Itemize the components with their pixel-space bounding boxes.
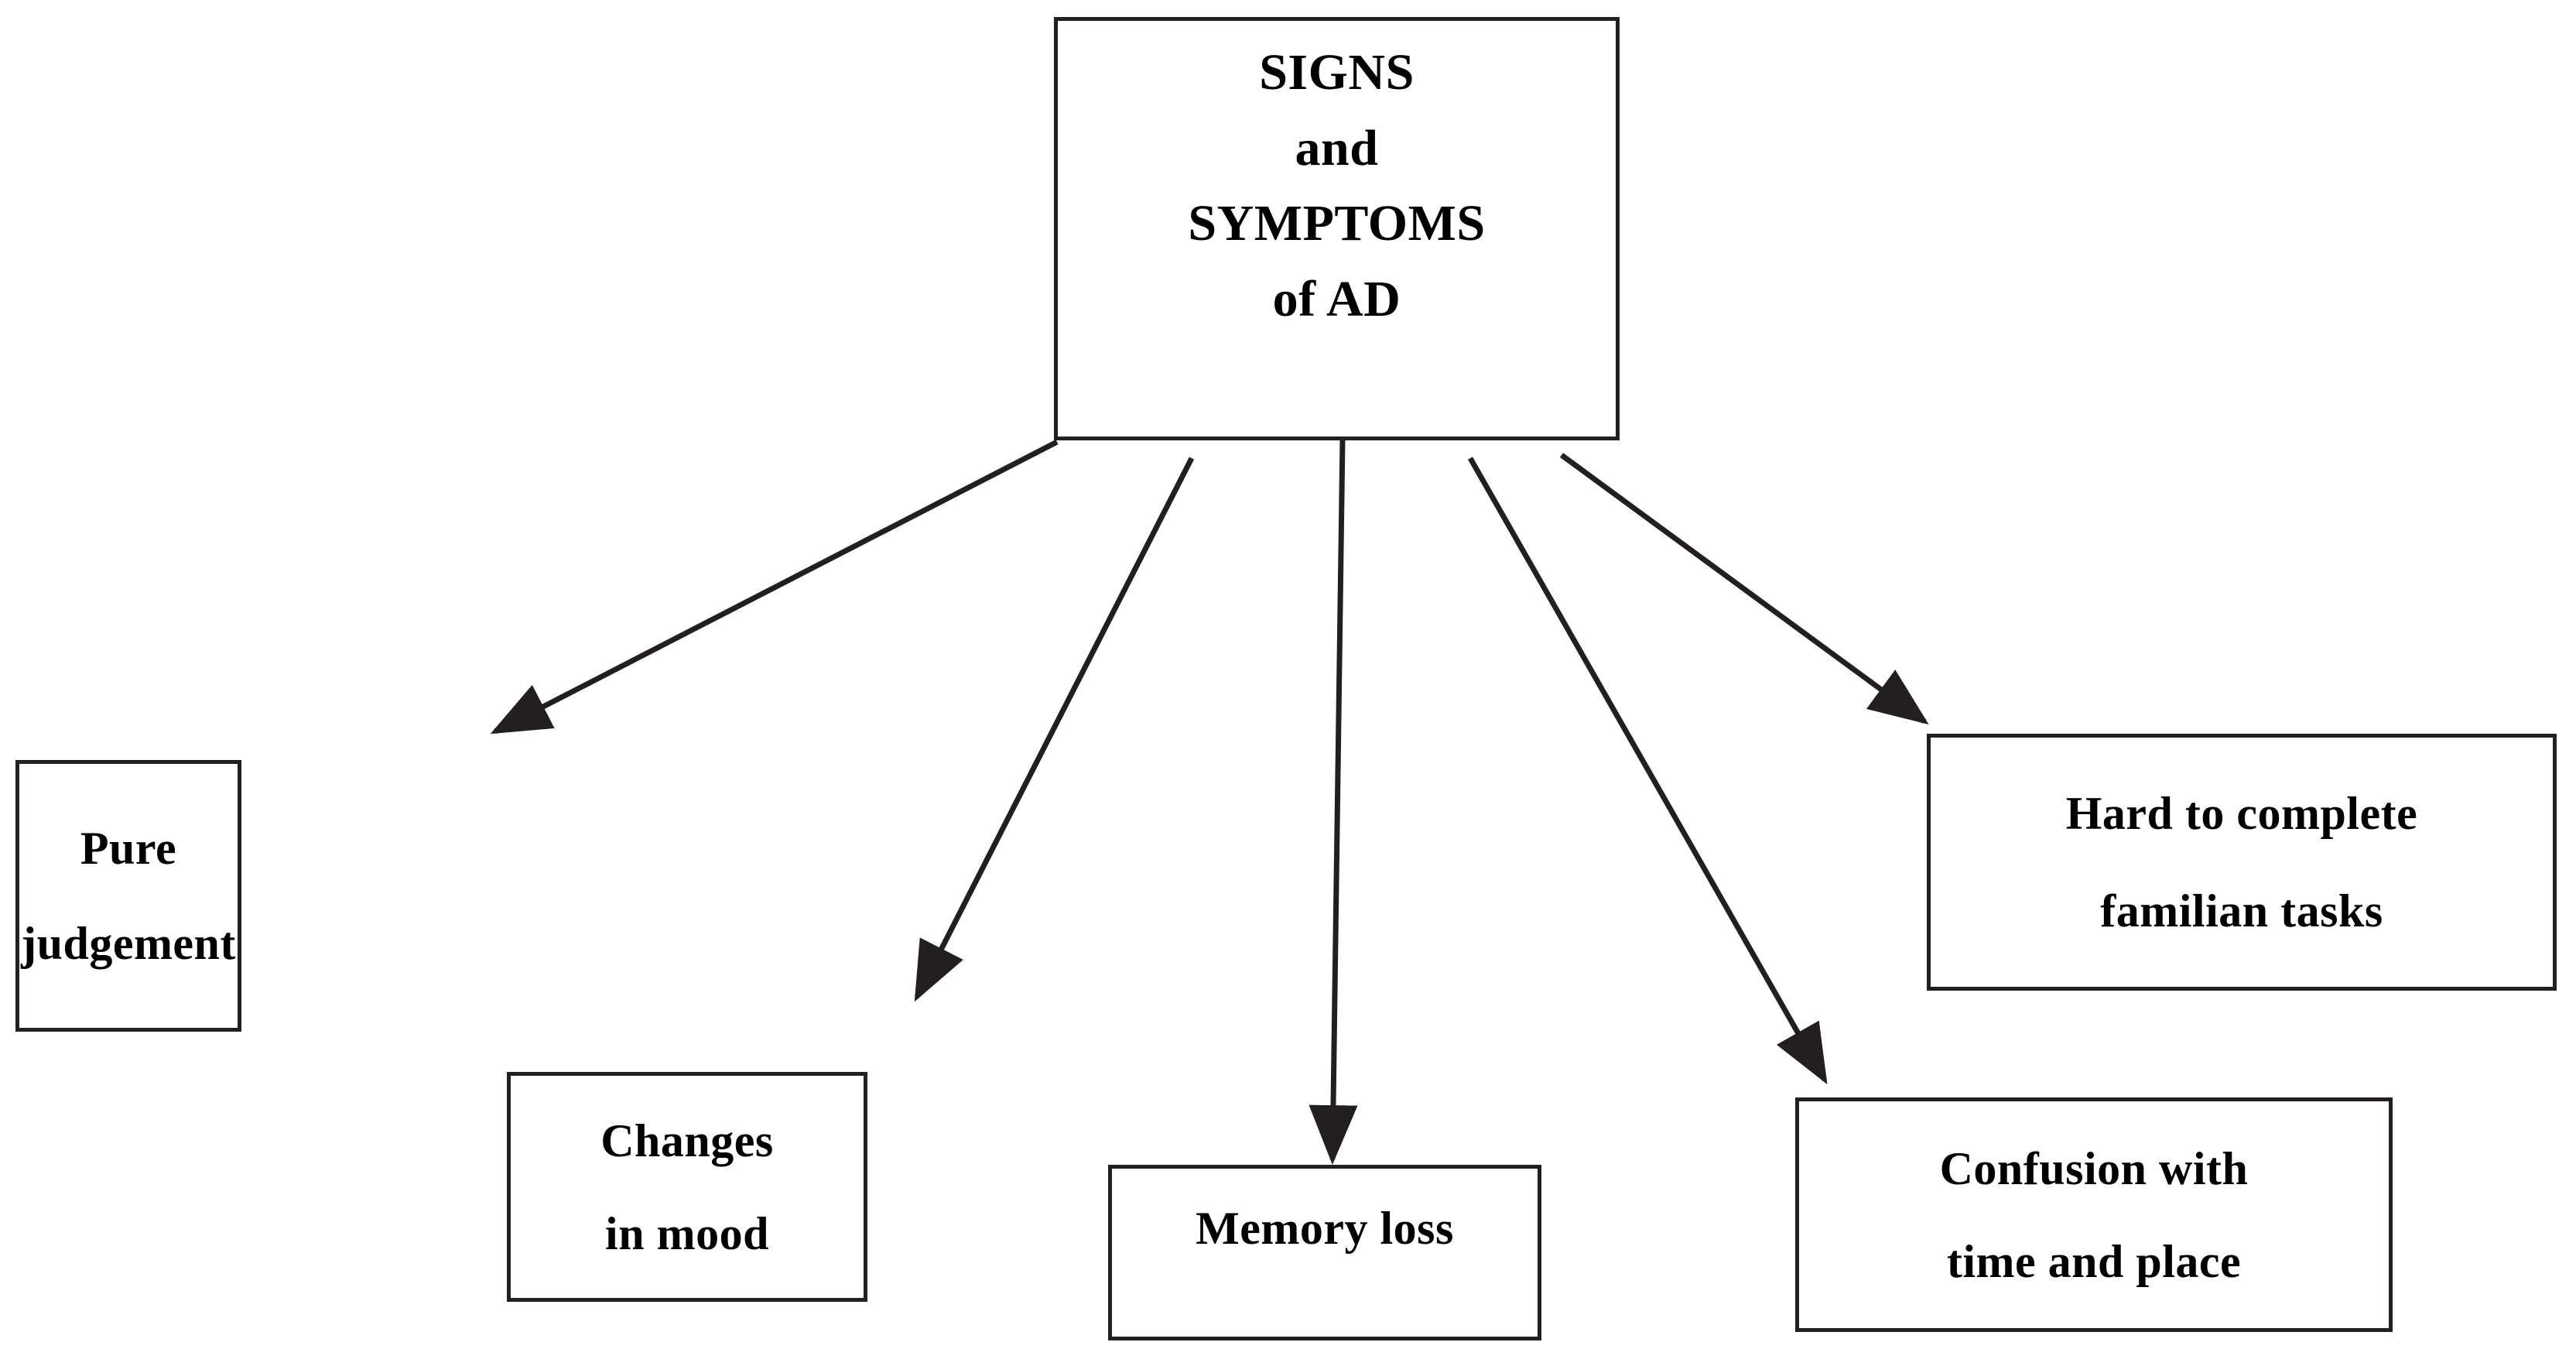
edge-root-to-hard-tasks: [1559, 453, 1929, 725]
node-memory-loss-line-1: Memory loss: [1196, 1203, 1454, 1254]
node-hard-tasks-line-1: Hard to complete: [2065, 788, 2418, 839]
node-root-line-4: of AD: [1272, 271, 1401, 328]
node-hard-tasks-line-2: familian tasks: [2100, 885, 2383, 936]
node-root-line-1: SIGNS: [1259, 44, 1415, 101]
edge-root-to-confusion: [1467, 457, 1828, 1085]
node-changes-in-mood[interactable]: Changes in mood: [507, 1072, 867, 1302]
node-pure-judgement-line-2: judgement: [21, 917, 236, 969]
node-memory-loss[interactable]: Memory loss: [1108, 1165, 1541, 1340]
node-confusion-line-1: Confusion with: [1939, 1142, 2249, 1194]
node-hard-to-complete-familian-tasks[interactable]: Hard to complete familian tasks: [1927, 734, 2557, 991]
node-changes-in-mood-line-2: in mood: [605, 1207, 769, 1259]
edge-root-to-memory-loss: [1309, 439, 1358, 1165]
node-root-line-3: SYMPTOMS: [1188, 195, 1486, 252]
node-changes-in-mood-line-1: Changes: [600, 1114, 774, 1166]
node-signs-and-symptoms-of-ad[interactable]: SIGNS and SYMPTOMS of AD: [1054, 17, 1620, 440]
node-confusion-with-time-and-place[interactable]: Confusion with time and place: [1795, 1097, 2393, 1332]
edge-root-to-changes-in-mood: [914, 457, 1195, 1002]
node-confusion-line-2: time and place: [1946, 1235, 2242, 1287]
node-pure-judgement[interactable]: Pure judgement: [15, 760, 241, 1032]
node-pure-judgement-line-1: Pure: [80, 822, 177, 874]
edge-root-to-pure-judgement: [490, 439, 1059, 734]
node-root-line-2: and: [1295, 119, 1379, 176]
